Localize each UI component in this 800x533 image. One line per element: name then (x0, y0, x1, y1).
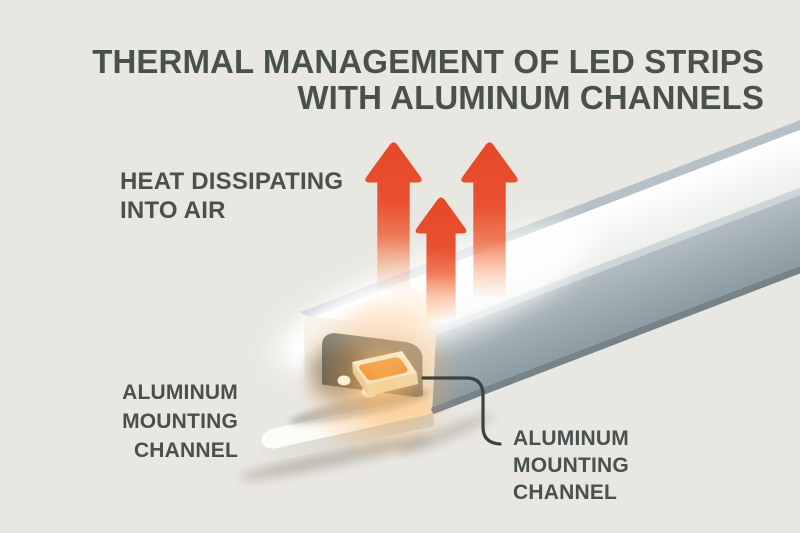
heat-dissipating-label: HEAT DISSIPATING INTO AIR (120, 167, 343, 225)
led-chip (337, 343, 419, 415)
channel-left-line-2: MOUNTING (122, 410, 238, 433)
aluminum-channel-label-left: ALUMINUM MOUNTING CHANNEL (122, 378, 238, 465)
channel-front-face (364, 152, 800, 411)
channel-left-line-1: ALUMINUM (122, 381, 238, 404)
heat-arrows (365, 142, 518, 322)
channel-right-line-2: MOUNTING (513, 454, 629, 477)
page-title: THERMAL MANAGEMENT OF LED STRIPS WITH AL… (92, 44, 764, 116)
up-arrow-icon (365, 142, 422, 292)
callout-line (421, 376, 502, 446)
channel-right-line-1: ALUMINUM (513, 427, 629, 450)
heat-label-line-1: HEAT DISSIPATING (120, 168, 344, 195)
heat-label-line-2: INTO AIR (120, 197, 226, 224)
led-bloom (347, 343, 419, 415)
channel-left-line-3: CHANNEL (133, 439, 238, 462)
title-line-1: THERMAL MANAGEMENT OF LED STRIPS (92, 43, 764, 80)
up-arrow-icon (415, 197, 467, 322)
up-arrow-icon (461, 142, 518, 299)
channel-bottom-edge (424, 214, 800, 416)
channel-right-line-3: CHANNEL (513, 481, 618, 504)
solder-dot (338, 375, 350, 384)
title-line-2: WITH ALUMINUM CHANNELS (297, 79, 764, 116)
aluminum-channel-label-right: ALUMINUM MOUNTING CHANNEL (513, 425, 629, 506)
